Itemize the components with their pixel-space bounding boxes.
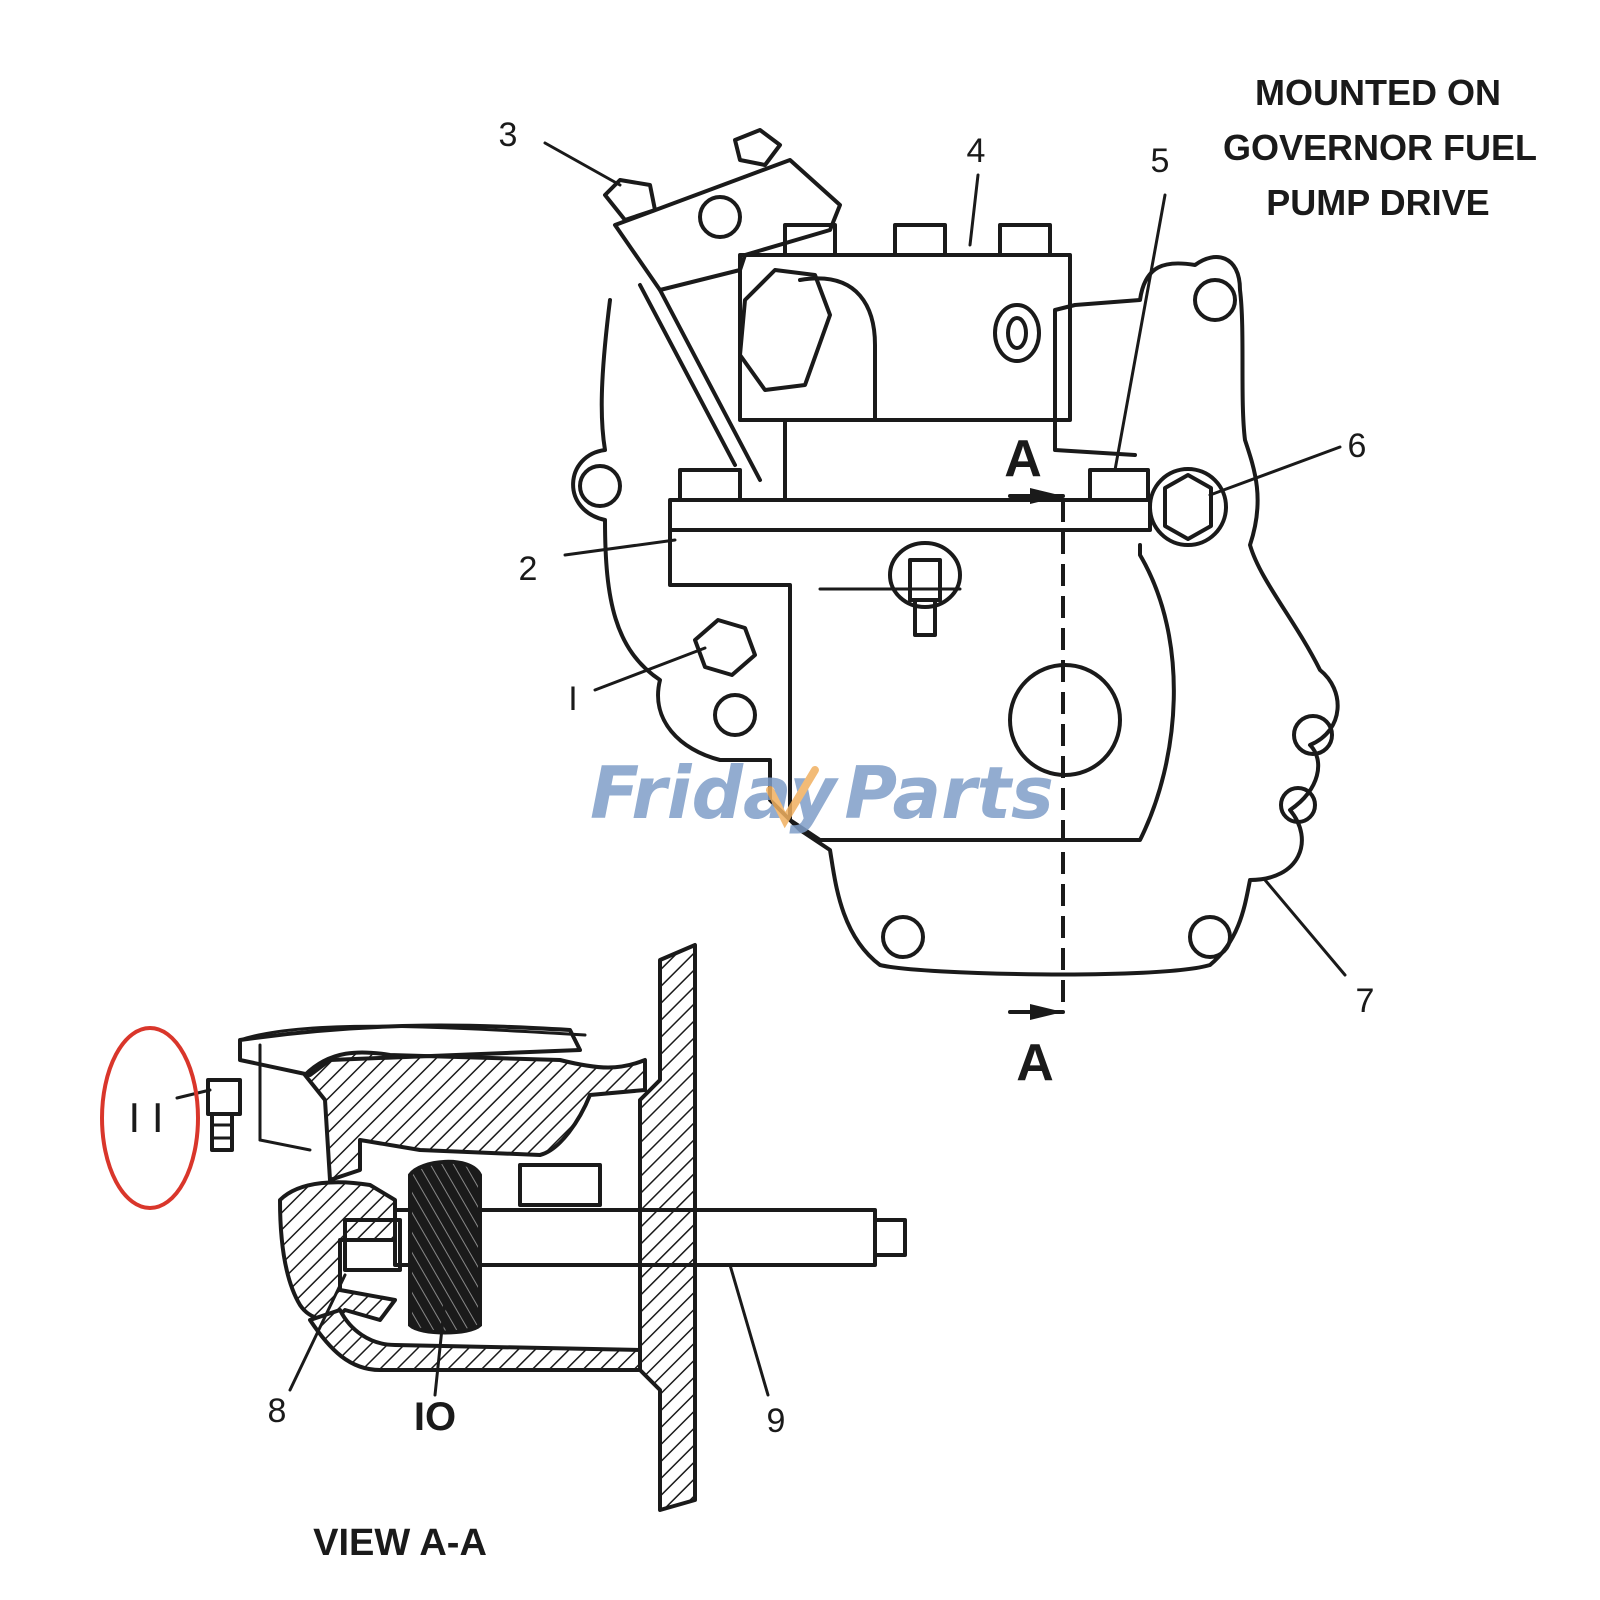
note-line-1: MOUNTED ON (1255, 72, 1501, 113)
tilted-bracket (613, 158, 842, 292)
leader-7 (1263, 878, 1347, 977)
bracket-arm-inner (658, 288, 762, 482)
leader-lines-section (175, 1088, 770, 1397)
cover-plate (238, 1023, 582, 1077)
callout-10: IO (414, 1395, 456, 1439)
fitting-boss (888, 541, 962, 609)
bracket-bolt (733, 128, 782, 167)
leader-5 (1113, 193, 1167, 472)
leader-6 (1208, 445, 1342, 497)
block-bolt (998, 223, 1052, 257)
leader-2 (563, 538, 677, 557)
bracket-bolt (603, 178, 657, 222)
callout-4: 4 (967, 132, 986, 170)
main-bar (668, 498, 1152, 532)
shaft-end (873, 1218, 907, 1257)
mount-hole (881, 915, 925, 959)
callout-labels: 3 4 5 6 2 I 7 8 IO 9 I I (128, 116, 1374, 1440)
mount-hole (713, 693, 757, 737)
cover-edge (238, 1024, 587, 1042)
plug-outer (1148, 467, 1228, 547)
housing-wall-lower (308, 1308, 642, 1372)
callout-11: I I (128, 1094, 163, 1141)
leader-lines-top (543, 141, 1347, 977)
mount-hole (1188, 915, 1232, 959)
housing-outline (571, 255, 1340, 977)
leader-8 (288, 1273, 347, 1392)
note-line-3: PUMP DRIVE (1266, 182, 1489, 223)
callout-2: 2 (519, 550, 538, 588)
plug-hex (1163, 473, 1213, 541)
mount-hole (1193, 278, 1237, 322)
cover-side (258, 1138, 312, 1152)
pump-drive-assembly (571, 128, 1340, 1020)
leader-9 (728, 1263, 770, 1397)
callout-8: 8 (268, 1392, 287, 1430)
bracket-hole (698, 195, 742, 239)
fitting-tip (913, 598, 937, 637)
callout-6: 6 (1348, 427, 1367, 465)
hex-boss (693, 618, 757, 677)
leader-11 (175, 1088, 212, 1100)
block-bolt (893, 223, 947, 257)
inner-plate (788, 543, 1176, 842)
bracket-arm (638, 283, 737, 467)
housing-wall-upper (303, 1050, 647, 1182)
shaft-nut (343, 1218, 402, 1272)
highlight-ring (100, 1026, 200, 1210)
leader-1 (593, 646, 707, 692)
nut-bracket (798, 276, 877, 422)
note-text: MOUNTED ON GOVERNOR FUEL PUMP DRIVE (1223, 72, 1537, 223)
bar-lower-flange (668, 528, 792, 602)
leader-4 (968, 173, 980, 247)
callout-5: 5 (1151, 142, 1170, 180)
view-title: VIEW A-A (313, 1522, 487, 1564)
section-marker-bottom: A (1016, 1034, 1054, 1092)
note-line-2: GOVERNOR FUEL (1223, 127, 1537, 168)
section-view (206, 943, 907, 1512)
mount-hole (1279, 786, 1317, 824)
hex-bolt (1088, 468, 1150, 502)
watermark-word-2: Parts (844, 751, 1054, 835)
hex-bolt (678, 468, 742, 502)
mount-hole (578, 464, 622, 508)
bearing-boss (278, 1180, 397, 1322)
small-port (993, 303, 1041, 363)
drive-gear (408, 1159, 482, 1335)
callout-7: 7 (1356, 982, 1375, 1020)
callout-9: 9 (767, 1402, 786, 1440)
small-port-inner (1006, 316, 1028, 350)
upper-block (738, 253, 1072, 422)
watermark-check-icon (766, 766, 819, 829)
mount-hole (1292, 714, 1334, 756)
leader-3 (543, 141, 622, 187)
block-bolt (783, 223, 837, 257)
inner-slot (518, 1163, 602, 1207)
section-marker-top: A (1004, 430, 1042, 488)
grease-fitting-body (206, 1078, 242, 1116)
mounting-flange (638, 943, 697, 1512)
large-hex-nut (738, 268, 832, 392)
leader-10 (433, 1298, 447, 1397)
grease-fitting-tip (210, 1112, 234, 1152)
fitting-body (908, 558, 942, 602)
callout-3: 3 (499, 116, 518, 154)
callout-1: I (568, 680, 577, 718)
